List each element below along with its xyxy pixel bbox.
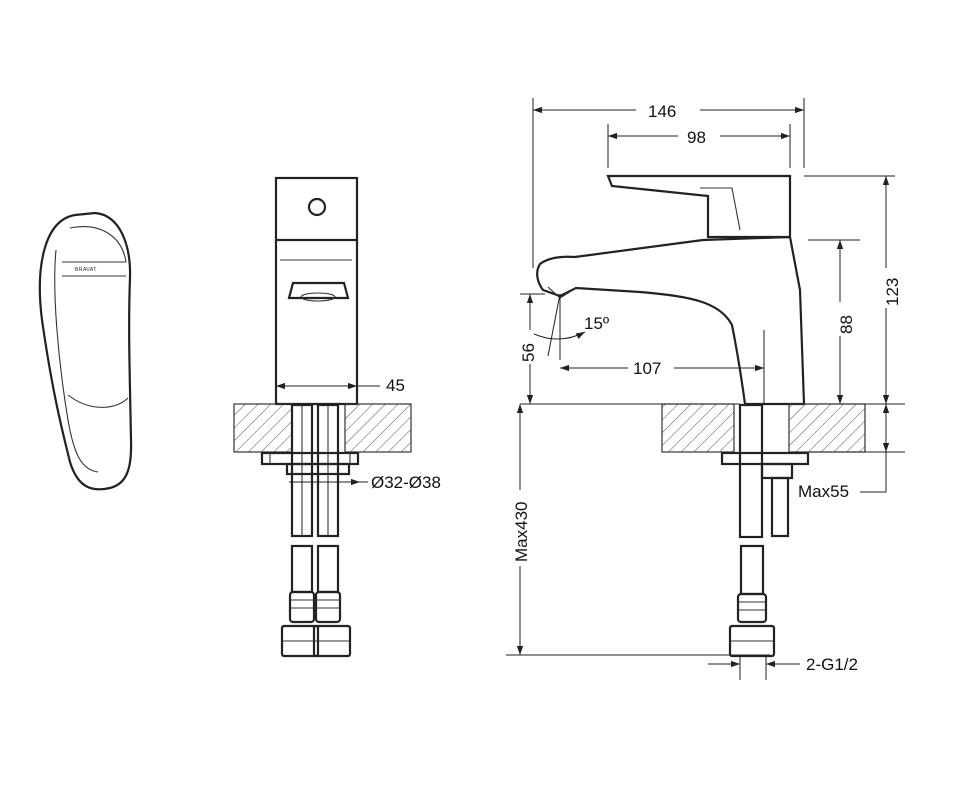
handle-width-label: 98 [687,128,706,147]
hole-diameter-label: Ø32-Ø38 [371,473,441,492]
top-view: BRAVAT [38,211,133,491]
max-hose-length-label: Max430 [512,502,531,562]
connection-label: 2-G1/2 [806,655,858,674]
aerator-height-label: 56 [519,343,538,362]
brand-logo: BRAVAT [75,267,97,273]
spout-height-label: 88 [837,315,856,334]
spout-tilt-label: 15º [584,314,609,333]
overall-height-label: 123 [883,278,902,306]
base-width-label: 45 [386,376,405,395]
max-counter-thickness-label: Max55 [798,482,849,501]
spout-reach-label: 107 [633,359,661,378]
front-view: 45 Ø32-Ø38 [233,176,441,658]
side-view: 146 98 123 88 Max55 56 15º 107 [506,98,905,680]
overall-width-label: 146 [648,102,676,121]
